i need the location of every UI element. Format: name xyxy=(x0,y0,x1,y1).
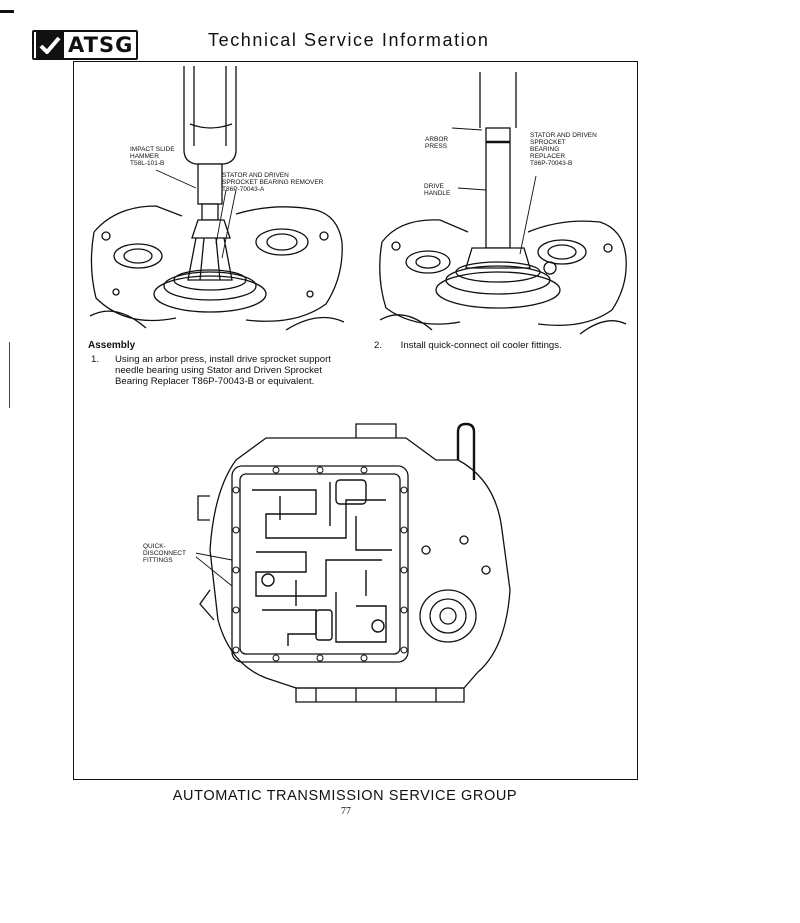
label-impact-slide-hammer: IMPACT SLIDE HAMMER T58L-101-B xyxy=(130,146,175,167)
step-2-text: Install quick-connect oil cooler fitting… xyxy=(400,340,562,351)
content-frame xyxy=(73,61,638,780)
label-bearing-remover: STATOR AND DRIVEN SPROCKET BEARING REMOV… xyxy=(222,172,324,193)
step-1-number: 1. xyxy=(91,354,100,365)
label-arbor-press: ARBOR PRESS xyxy=(425,136,449,150)
page-title: Technical Service Information xyxy=(208,30,490,50)
label-bearing-replacer: STATOR AND DRIVEN SPROCKET BEARING REPLA… xyxy=(530,132,597,167)
step-1-text: Using an arbor press, install drive spro… xyxy=(115,354,331,387)
scan-edge-line xyxy=(9,342,10,408)
transmission-valve-body-illustration xyxy=(196,422,511,703)
page-number: 77 xyxy=(341,806,351,817)
checkmark-icon xyxy=(36,32,64,58)
atsg-logo: ATSG xyxy=(32,30,138,60)
step-2: 2. Install quick-connect oil cooler fitt… xyxy=(374,340,614,351)
step-1: 1. Using an arbor press, install drive s… xyxy=(91,354,351,387)
footer-title: AUTOMATIC TRANSMISSION SERVICE GROUP xyxy=(172,788,518,804)
bearing-install-illustration xyxy=(379,72,627,335)
label-quick-disconnect-fittings: QUICK- DISCONNECT FITTINGS xyxy=(143,543,186,564)
section-heading: Assembly xyxy=(88,340,136,351)
logo-text: ATSG xyxy=(68,33,134,57)
label-drive-handle: DRIVE HANDLE xyxy=(424,183,451,197)
scan-mark xyxy=(0,10,14,13)
bearing-removal-illustration xyxy=(89,66,345,331)
step-2-number: 2. xyxy=(374,340,383,351)
